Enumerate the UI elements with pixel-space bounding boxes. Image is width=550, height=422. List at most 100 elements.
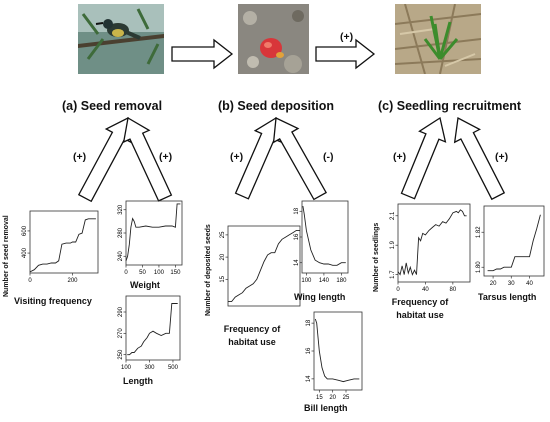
y-tick-label: 18 [306, 319, 312, 326]
x-tick-label: 40 [422, 287, 429, 293]
plot-weight: 0 50 100 150 240 280 320 [118, 200, 183, 276]
effect-sign-b-left: (+) [230, 151, 244, 163]
y-tick-label: 290 [118, 306, 124, 317]
y-tick-label: 320 [118, 204, 124, 215]
y-tick-label: 1.82 [476, 226, 482, 238]
arrow-removal-to-deposition [171, 38, 234, 70]
x-tick-label: 20 [329, 395, 336, 401]
x-tick-label: 0 [396, 287, 400, 293]
seed-photo [238, 4, 309, 74]
arrow-b-right [272, 117, 327, 201]
y-tick-label: 1.9 [390, 240, 396, 249]
effect-sign-c-right: (+) [495, 151, 509, 163]
y-tick-label: 15 [220, 275, 226, 282]
plot-frame [29, 210, 99, 274]
ylabel-deposited-seeds: Number of deposited seeds [205, 224, 212, 316]
x-tick-label: 30 [508, 281, 515, 287]
plot-frame [301, 200, 349, 274]
xlabel-bill-length: Bill length [304, 403, 348, 413]
seedling-photo [395, 4, 481, 74]
series-line [29, 218, 96, 273]
xlabel-habitat-use-deposition: Frequency of habitat use [223, 324, 281, 347]
x-tick-label: 300 [144, 365, 155, 371]
plot-habitat-use-deposition: 15 20 25 [220, 225, 301, 307]
x-tick-label: 500 [168, 365, 179, 371]
bird-photo [78, 4, 164, 74]
y-tick-label: 1.80 [476, 261, 482, 273]
x-tick-label: 0 [28, 278, 32, 284]
plot-frame [483, 205, 545, 277]
arrow-a-right [122, 116, 173, 202]
x-tick-label: 140 [319, 278, 330, 284]
y-tick-label: 14 [306, 375, 312, 382]
xlabel-weight: Weight [130, 280, 160, 290]
series-line [397, 209, 467, 276]
y-tick-label: 14 [294, 259, 300, 266]
x-tick-label: 20 [490, 281, 497, 287]
effect-sign-b-right: (-) [323, 151, 334, 163]
series-line [127, 303, 178, 356]
ylabel-seedlings: Number of seedlings [373, 222, 380, 292]
plot-frame [397, 203, 471, 283]
y-tick-label: 16 [306, 347, 312, 354]
x-tick-label: 150 [170, 270, 181, 276]
arrow-a-left [77, 117, 132, 203]
plot-tarsus-length: 20 30 40 1.80 1.82 [476, 205, 545, 287]
plot-wing-length: 100 140 180 14 16 18 [294, 200, 349, 284]
ylabel-seed-removal: Number of seed removal [3, 215, 10, 297]
series-line [314, 318, 360, 383]
y-tick-label: 18 [294, 207, 300, 214]
x-tick-label: 15 [316, 395, 323, 401]
arrow-c-right [453, 116, 506, 201]
x-tick-label: 0 [124, 270, 128, 276]
plot-length: 100 300 500 250 270 290 [118, 295, 181, 371]
plot-frame [125, 295, 181, 361]
plot-frame [125, 200, 183, 266]
y-tick-label: 240 [118, 251, 124, 262]
x-tick-label: 50 [139, 270, 146, 276]
transition-sign: (+) [340, 31, 354, 43]
series-line [228, 229, 300, 303]
xlabel-tarsus-length: Tarsus length [478, 292, 537, 302]
x-tick-label: 40 [526, 281, 533, 287]
stage-title-c: (c) Seedling recruitment [378, 99, 522, 113]
arrow-deposition-to-recruitment [315, 38, 376, 70]
effect-sign-c-left: (+) [393, 151, 407, 163]
y-tick-label: 16 [294, 233, 300, 240]
y-tick-label: 400 [22, 247, 28, 258]
effect-sign-a-left: (+) [73, 151, 87, 163]
y-tick-label: 280 [118, 227, 124, 238]
stage-title-b: (b) Seed deposition [218, 99, 334, 113]
plot-frame [227, 225, 301, 307]
x-tick-label: 25 [343, 395, 350, 401]
effect-sign-a-right: (+) [159, 151, 173, 163]
y-tick-label: 20 [220, 253, 226, 260]
y-tick-label: 250 [118, 349, 124, 360]
xlabel-habitat-use-recruitment: Frequency of habitat use [391, 297, 449, 320]
x-tick-label: 200 [67, 278, 78, 284]
arrow-c-left [400, 116, 447, 200]
xlabel-visiting-frequency: Visiting frequency [14, 296, 92, 306]
y-tick-label: 1.7 [390, 270, 396, 279]
y-tick-label: 2.1 [390, 211, 396, 220]
y-tick-label: 25 [220, 231, 226, 238]
y-tick-label: 270 [118, 328, 124, 339]
plot-habitat-use-recruitment: 0 40 80 1.7 1.9 2.1 [390, 203, 471, 293]
x-tick-label: 180 [336, 278, 347, 284]
plot-bill-length: 15 20 25 14 16 18 [306, 311, 363, 401]
stage-title-a: (a) Seed removal [62, 99, 163, 113]
xlabel-wing-length: Wing length [294, 292, 346, 302]
series-line [302, 206, 346, 266]
y-tick-label: 600 [22, 225, 28, 236]
plot-frame [313, 311, 363, 391]
x-tick-label: 100 [121, 365, 132, 371]
xlabel-length: Length [123, 376, 153, 386]
x-tick-label: 80 [450, 287, 457, 293]
plot-visiting-frequency: 0 200 400 600 [22, 210, 99, 284]
series-line [125, 203, 181, 262]
x-tick-label: 100 [301, 278, 312, 284]
series-line [487, 214, 541, 272]
x-tick-label: 100 [154, 270, 165, 276]
